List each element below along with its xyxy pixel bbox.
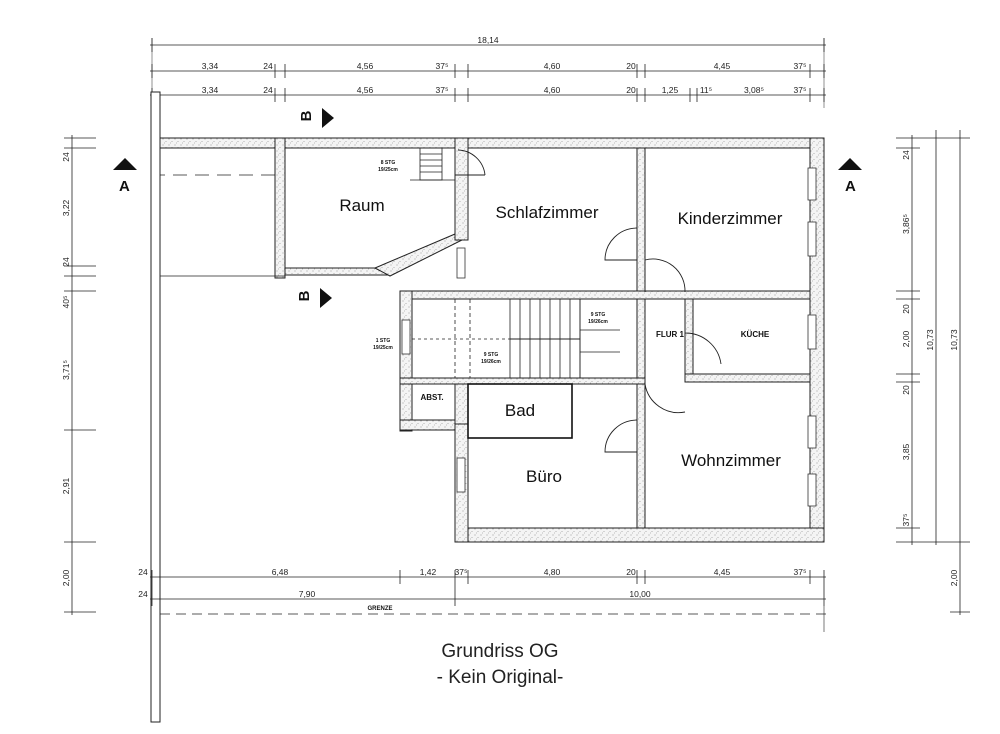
svg-text:24: 24 bbox=[901, 150, 911, 160]
staircase-main bbox=[411, 298, 620, 379]
svg-text:1 STG: 1 STG bbox=[376, 338, 391, 344]
svg-text:3,85: 3,85 bbox=[901, 443, 911, 460]
svg-text:37⁵: 37⁵ bbox=[794, 85, 807, 95]
svg-text:20: 20 bbox=[626, 61, 636, 71]
svg-text:37⁵: 37⁵ bbox=[794, 61, 807, 71]
caption-subtitle: - Kein Original- bbox=[436, 667, 564, 688]
left-boundary bbox=[150, 91, 161, 723]
svg-text:4,56: 4,56 bbox=[357, 61, 374, 71]
walls bbox=[159, 137, 825, 543]
bottom-dim-row-1: 24 6,48 1,42 37⁵ 4,80 20 4,45 37⁵ bbox=[138, 567, 806, 577]
section-mark-a-right: A bbox=[838, 158, 862, 195]
svg-text:10,73: 10,73 bbox=[925, 329, 935, 351]
svg-text:4,60: 4,60 bbox=[544, 85, 561, 95]
svg-text:10,73: 10,73 bbox=[949, 329, 959, 351]
svg-text:19/26cm: 19/26cm bbox=[481, 359, 501, 365]
svg-text:A: A bbox=[845, 178, 856, 195]
room-buero: Büro bbox=[526, 467, 562, 486]
door-swings bbox=[455, 149, 722, 453]
svg-text:37⁵: 37⁵ bbox=[794, 567, 807, 577]
svg-text:24: 24 bbox=[263, 85, 273, 95]
room-wohnzimmer: Wohnzimmer bbox=[681, 451, 781, 470]
svg-text:20: 20 bbox=[626, 85, 636, 95]
svg-text:7,90: 7,90 bbox=[299, 589, 316, 599]
svg-text:37⁵: 37⁵ bbox=[901, 514, 911, 527]
annex-outline bbox=[160, 147, 285, 277]
svg-text:19/26cm: 19/26cm bbox=[588, 319, 608, 325]
svg-text:3,22: 3,22 bbox=[61, 199, 71, 216]
section-mark-a-left: A bbox=[113, 158, 137, 195]
svg-text:37⁵: 37⁵ bbox=[436, 85, 449, 95]
svg-text:B: B bbox=[298, 110, 315, 121]
svg-text:2,00: 2,00 bbox=[949, 569, 959, 586]
svg-text:6,48: 6,48 bbox=[272, 567, 289, 577]
svg-text:37⁵: 37⁵ bbox=[455, 567, 468, 577]
svg-text:24: 24 bbox=[61, 152, 71, 162]
room-schlafzimmer: Schlafzimmer bbox=[496, 203, 599, 222]
svg-text:24: 24 bbox=[138, 589, 148, 599]
dim-row-2: 3,34 24 4,56 37⁵ 4,60 20 4,45 37⁵ bbox=[202, 61, 807, 71]
svg-text:3,71⁵: 3,71⁵ bbox=[61, 360, 71, 380]
section-mark-b-top: B bbox=[298, 108, 334, 128]
svg-text:9 STG: 9 STG bbox=[484, 352, 499, 358]
svg-text:2,00: 2,00 bbox=[61, 569, 71, 586]
svg-text:4,56: 4,56 bbox=[357, 85, 374, 95]
svg-text:24: 24 bbox=[61, 257, 71, 267]
left-dim-labels: 24 3,22 24 40⁵ 3,71⁵ 2,91 2,00 bbox=[61, 152, 71, 586]
dim-total-width: 18,14 bbox=[477, 35, 499, 45]
room-bad: Bad bbox=[505, 401, 535, 420]
bottom-dimensions bbox=[150, 570, 826, 632]
top-dimensions bbox=[150, 38, 826, 108]
svg-text:4,80: 4,80 bbox=[544, 567, 561, 577]
stair-labels: 8 STG 19/25cm 9 STG 19/26cm 9 STG 19/26c… bbox=[373, 160, 608, 365]
svg-text:A: A bbox=[119, 178, 130, 195]
svg-text:19/25cm: 19/25cm bbox=[373, 345, 393, 351]
svg-text:3,34: 3,34 bbox=[202, 85, 219, 95]
svg-text:20: 20 bbox=[901, 385, 911, 395]
dim-row-3: 3,34 24 4,56 37⁵ 4,60 20 1,25 11⁵ 3,08⁵ … bbox=[202, 85, 807, 95]
right-dim-labels: 24 3,86⁵ 20 2,00 20 3,85 37⁵ 10,73 10,73… bbox=[901, 150, 959, 586]
svg-text:24: 24 bbox=[263, 61, 273, 71]
grenze-label: GRENZE bbox=[367, 606, 392, 612]
svg-text:1,25: 1,25 bbox=[662, 85, 679, 95]
svg-text:4,45: 4,45 bbox=[714, 567, 731, 577]
svg-text:9 STG: 9 STG bbox=[591, 312, 606, 318]
svg-text:2,00: 2,00 bbox=[901, 330, 911, 347]
svg-text:40⁵: 40⁵ bbox=[61, 296, 71, 309]
room-kinderzimmer: Kinderzimmer bbox=[678, 209, 783, 228]
room-kueche: KÜCHE bbox=[741, 330, 770, 339]
windows bbox=[401, 167, 817, 507]
section-mark-b-mid: B bbox=[296, 288, 332, 308]
svg-text:37⁵: 37⁵ bbox=[436, 61, 449, 71]
svg-text:24: 24 bbox=[138, 567, 148, 577]
svg-text:3,86⁵: 3,86⁵ bbox=[901, 214, 911, 234]
bad-room-outline bbox=[467, 383, 573, 439]
staircase-top bbox=[410, 147, 455, 181]
svg-text:B: B bbox=[296, 290, 313, 301]
room-abst: ABST. bbox=[420, 393, 443, 402]
svg-text:1,42: 1,42 bbox=[420, 567, 437, 577]
svg-text:20: 20 bbox=[626, 567, 636, 577]
svg-text:4,60: 4,60 bbox=[544, 61, 561, 71]
caption-title: Grundriss OG bbox=[441, 641, 559, 662]
svg-text:2,91: 2,91 bbox=[61, 477, 71, 494]
left-dimensions bbox=[64, 135, 96, 615]
bottom-dim-row-2: 24 7,90 10,00 bbox=[138, 589, 651, 599]
room-raum: Raum bbox=[339, 196, 384, 215]
svg-text:3,08⁵: 3,08⁵ bbox=[744, 85, 764, 95]
room-flur: FLUR 1 bbox=[656, 330, 685, 339]
right-dimensions bbox=[896, 130, 970, 615]
svg-text:4,45: 4,45 bbox=[714, 61, 731, 71]
svg-text:10,00: 10,00 bbox=[629, 589, 651, 599]
svg-text:20: 20 bbox=[901, 304, 911, 314]
svg-text:3,34: 3,34 bbox=[202, 61, 219, 71]
svg-text:19/25cm: 19/25cm bbox=[378, 167, 398, 173]
svg-text:11⁵: 11⁵ bbox=[700, 85, 712, 95]
svg-text:8 STG: 8 STG bbox=[381, 160, 396, 166]
